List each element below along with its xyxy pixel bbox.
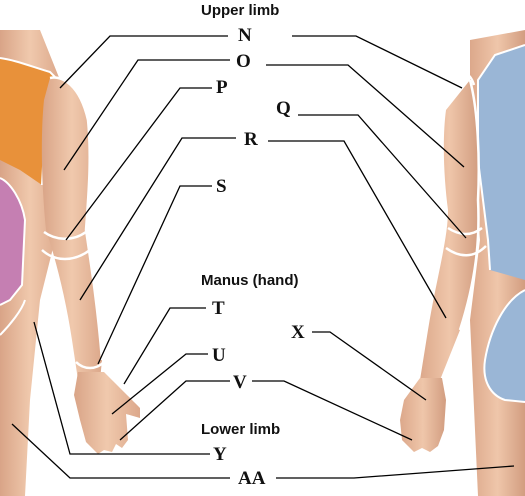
leader-U: [111, 353, 208, 415]
leader-N-right: [292, 35, 463, 89]
leader-AA-right: [276, 465, 515, 479]
leader-O-left: [63, 59, 230, 171]
leader-T: [123, 307, 206, 385]
label-U: U: [212, 345, 226, 366]
right-arm-outline: [458, 79, 480, 331]
left-pelvis-outline: [0, 177, 27, 306]
right-garment: [478, 45, 525, 280]
leader-X: [312, 331, 427, 401]
leader-V-left: [119, 380, 230, 441]
left-elbow-band: [41, 230, 91, 261]
label-Y: Y: [213, 444, 227, 465]
heading-manus: Manus (hand): [201, 272, 299, 289]
label-Q: Q: [276, 98, 291, 119]
left-arm-outline: [49, 76, 104, 361]
leader-N-left: [59, 35, 228, 89]
right-shoulder-outline: [454, 72, 476, 86]
right-elbow-band: [445, 226, 487, 257]
right-lower-outline: [483, 289, 525, 403]
left-wrist-band: [75, 361, 105, 370]
leader-Q: [298, 114, 467, 239]
left-hand: [74, 372, 140, 454]
left-figure: [0, 30, 140, 496]
leader-R-right: [268, 140, 447, 319]
label-S: S: [216, 176, 227, 197]
label-N: N: [238, 25, 252, 46]
label-P: P: [216, 77, 228, 98]
right-figure: [400, 30, 525, 496]
heading-upper-limb: Upper limb: [201, 2, 280, 19]
label-X: X: [291, 322, 305, 343]
left-pelvis: [0, 178, 25, 305]
leader-O-right: [266, 64, 465, 168]
label-O: O: [236, 51, 251, 72]
heading-lower-limb: Lower limb: [201, 421, 281, 438]
left-leg-outline: [0, 299, 26, 336]
leader-AA-left: [11, 423, 230, 479]
label-R: R: [244, 129, 258, 150]
right-garment-outline: [477, 44, 525, 271]
left-arm: [41, 77, 102, 381]
leader-S: [97, 185, 212, 365]
leader-lines: [11, 35, 515, 479]
right-lower-garment: [484, 290, 525, 402]
label-T: T: [212, 298, 225, 319]
leader-Y: [33, 321, 210, 455]
label-V: V: [233, 372, 247, 393]
label-AA: AA: [238, 468, 266, 489]
leader-R-left: [79, 137, 236, 301]
leader-P: [65, 87, 212, 241]
right-hand: [400, 378, 446, 452]
leader-V-right: [252, 380, 413, 441]
